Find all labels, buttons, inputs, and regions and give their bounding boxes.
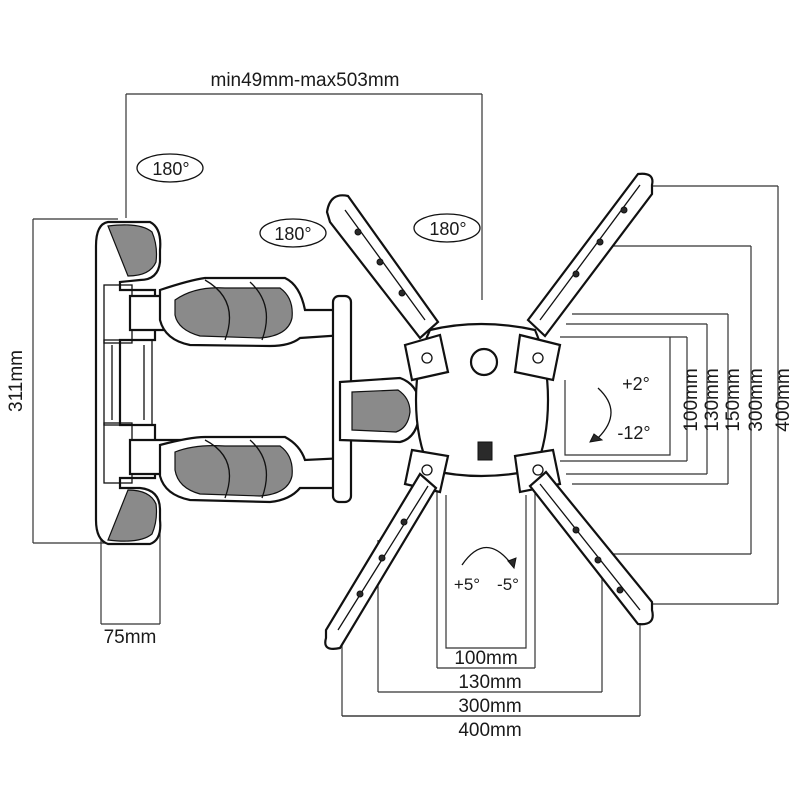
lower-arm-detail — [204, 439, 268, 499]
arm-ul-screw-a — [354, 228, 362, 236]
upper-arm — [128, 276, 347, 348]
tilt-arrow — [597, 387, 612, 439]
arm-ul-screw-b — [376, 258, 384, 266]
arm-ll-screw-c — [400, 518, 408, 526]
center-pole — [331, 294, 422, 504]
swivel-arrow-head — [507, 557, 517, 570]
rotation-label-3: 180° — [429, 219, 466, 239]
arm-ul-screw-c — [398, 289, 406, 297]
height-label: 311mm — [6, 350, 27, 412]
vesa-v-100-label: 100mm — [681, 368, 702, 431]
rotation-label-1: 180° — [152, 159, 189, 179]
rotation-badges — [136, 153, 481, 248]
vesa-h-300-label: 300mm — [458, 696, 521, 717]
corner-ur-shape — [513, 333, 562, 382]
rotation-badge-2-outline — [259, 218, 327, 248]
lower-arm-shade — [174, 445, 293, 497]
corner-ll-hole — [421, 464, 433, 476]
arm-lr-screw-c — [572, 526, 580, 534]
dimension-lines — [32, 93, 779, 717]
vesa-h-100-label: 100mm — [454, 648, 517, 669]
wall-plate — [94, 220, 162, 546]
rotation-badge-3-outline — [413, 213, 481, 243]
vesa-v-400-label: 400mm — [773, 368, 794, 431]
corner-ur-hole — [532, 352, 544, 364]
arm-lr-screw-b — [594, 556, 602, 564]
arm-ul-slot — [344, 209, 426, 321]
tilt-down-label: -12° — [617, 423, 650, 443]
extension-label: min49mm-max503mm — [211, 70, 400, 91]
upper-arm-detail — [204, 279, 268, 341]
vesa-arm-lower-left — [324, 472, 438, 650]
vesa-h-400-label: 400mm — [458, 720, 521, 741]
wall-plate-hinge — [103, 339, 153, 426]
tilt-region-box — [564, 337, 671, 456]
arm-ll-screw-a — [356, 590, 364, 598]
vesa-v-300-label: 300mm — [746, 368, 767, 431]
arm-ur-screw-b — [596, 238, 604, 246]
depth-label: 75mm — [104, 627, 157, 648]
swivel-right-label: -5° — [497, 575, 519, 594]
swivel-arrow — [461, 547, 513, 566]
arm-ur-screw-a — [620, 206, 628, 214]
arm-lr-screw-a — [616, 586, 624, 594]
wall-plate-top-cap — [107, 224, 158, 277]
vesa-v-130-label: 130mm — [702, 368, 723, 431]
swivel-left-label: +5° — [454, 575, 480, 594]
rotation-badge-1-outline — [136, 153, 204, 183]
corner-lr-hole — [532, 464, 544, 476]
arm-ur-screw-c — [572, 270, 580, 278]
wall-plate-bottom-cap — [107, 489, 158, 542]
vesa-arm-upper-left — [325, 194, 440, 340]
vesa-corner-ur — [513, 333, 562, 382]
arm-ur-body — [526, 172, 654, 338]
corner-ul-shape — [403, 333, 450, 382]
vesa-h-130-label: 130mm — [458, 672, 521, 693]
vesa-lock-tab — [477, 441, 493, 461]
arm-ll-screw-b — [378, 554, 386, 562]
arm-lr-slot — [539, 483, 641, 611]
swivel-region-box — [445, 495, 527, 649]
vesa-arm-upper-right — [526, 172, 654, 338]
vesa-corner-ul — [403, 333, 450, 382]
vesa-v-150-label: 150mm — [723, 368, 744, 431]
tilt-bracket-shade — [351, 389, 411, 433]
vesa-arm-lower-right — [528, 470, 654, 626]
vesa-center-hole — [469, 347, 499, 377]
tilt-arrow-head — [589, 433, 604, 443]
vesa-plate — [324, 172, 654, 650]
corner-ul-hole — [421, 352, 433, 364]
upper-arm-shade — [174, 287, 293, 339]
arm-ur-slot — [539, 184, 641, 321]
rotation-label-2: 180° — [274, 224, 311, 244]
lower-arm — [128, 435, 347, 504]
tilt-up-label: +2° — [622, 374, 650, 394]
